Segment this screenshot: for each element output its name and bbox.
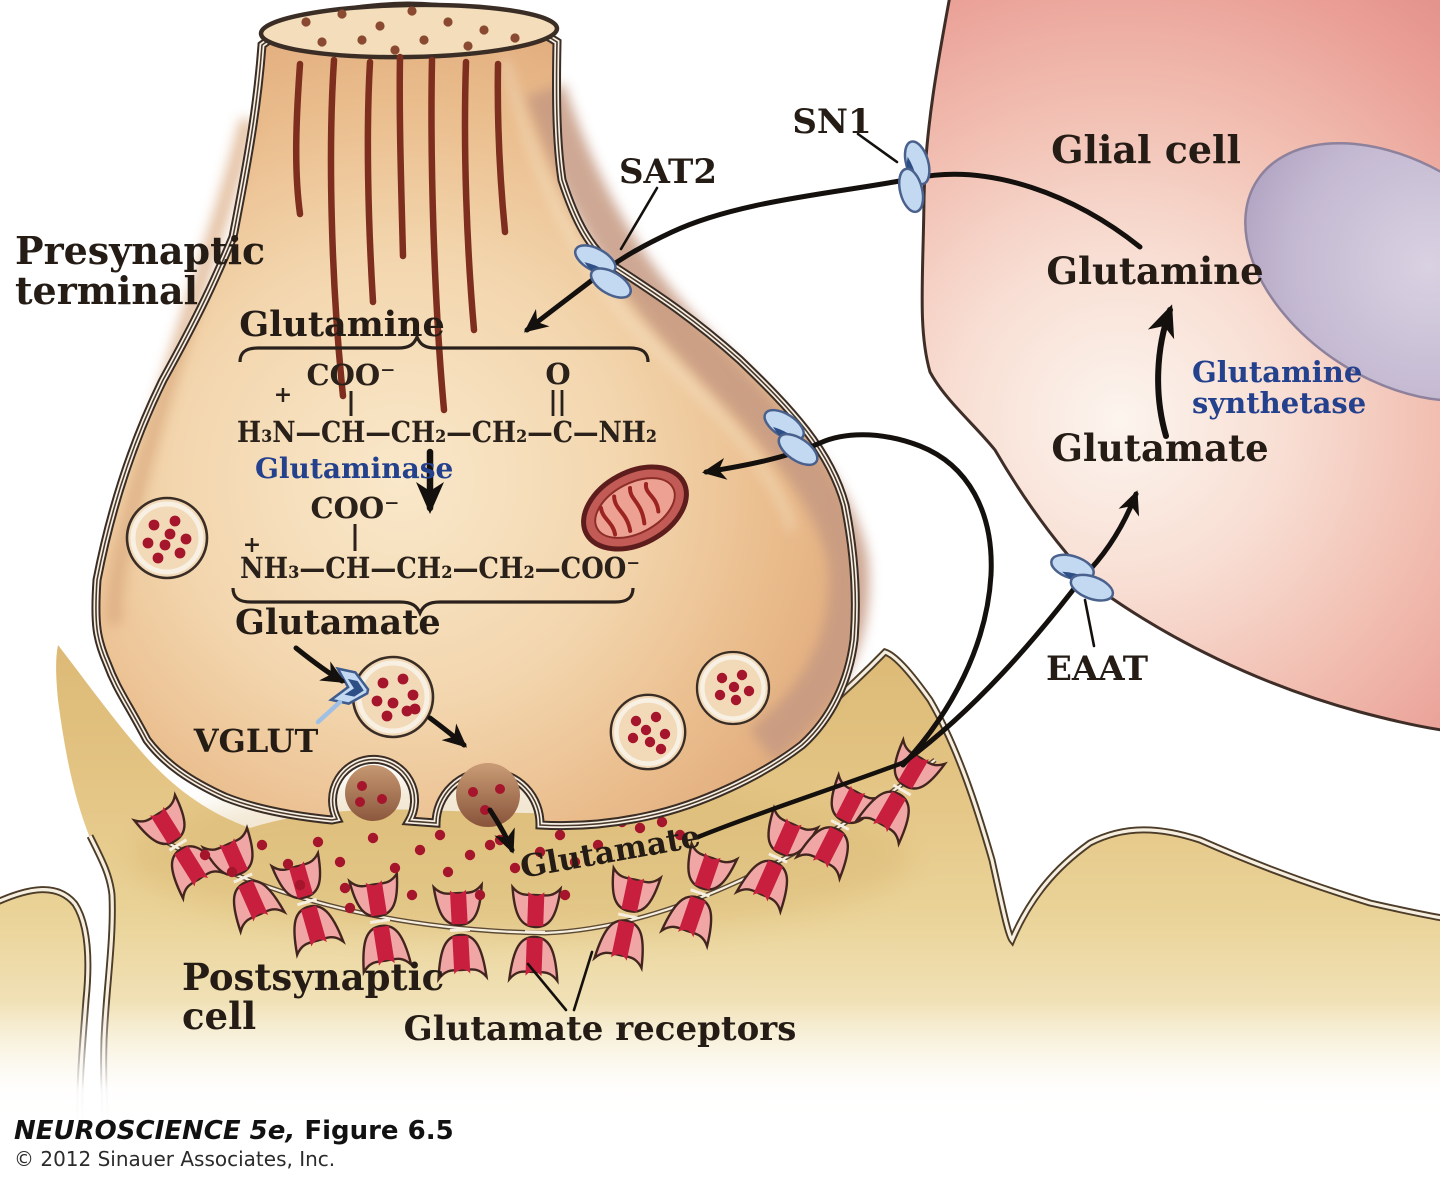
vesicle-icon — [353, 657, 433, 737]
book-title: NEUROSCIENCE 5e, — [14, 1116, 296, 1146]
glutamate-brace — [231, 587, 635, 618]
fusing-vesicles — [345, 763, 520, 827]
glutamine-glial-label: Glutamine — [1046, 249, 1263, 293]
glutaminase-label: Glutaminase — [255, 452, 453, 485]
presynaptic-terminal-label-line2: terminal — [15, 268, 198, 313]
pointer-lines — [619, 132, 1096, 648]
glutamine-synthetase-label-line1: Glutamine — [1192, 355, 1362, 389]
sn1-label: SN1 — [792, 102, 871, 142]
glutamine-charge: + — [274, 382, 292, 408]
glutamate-terminal-label: Glutamate — [235, 602, 441, 643]
glutamate-receptors-label: Glutamate receptors — [404, 1009, 797, 1049]
glutamate-coo-group: COO⁻ — [311, 491, 400, 525]
glutamate-glial-label: Glutamate — [1051, 426, 1268, 470]
vglut-transporter-icon — [328, 666, 370, 705]
glutamine-brace — [238, 332, 650, 363]
mitochondrion-icon — [581, 464, 689, 552]
axon-cut-surface — [258, 2, 560, 60]
postsynaptic-cell-label-line1: Postsynaptic — [182, 955, 444, 999]
glial-nucleus — [1244, 142, 1440, 402]
presynaptic-terminal-label-line1: Presynaptic — [15, 228, 265, 273]
arrow-glutamate-to-vesicle — [293, 645, 346, 684]
arrow-glutamine-synthetase — [1147, 304, 1175, 439]
eaat-pointer-line — [1083, 598, 1096, 648]
glutamine-o-group: O — [545, 357, 570, 391]
glutamate-chain: NH₃—CH—CH₂—CH₂—COO⁻ — [240, 551, 640, 585]
arrow-glutamate-to-eaat-glial — [900, 490, 1140, 766]
sat2-label: SAT2 — [619, 152, 717, 192]
axon-microtubules — [292, 53, 509, 414]
figure-credit: NEUROSCIENCE 5e, Figure 6.5 © 2012 Sinau… — [14, 1116, 454, 1172]
glial-cell — [920, 0, 1440, 732]
glutamine-chain: H₃N—CH—CH₂—CH₂—C—NH₂ — [237, 415, 657, 449]
glutamine-structure: COO⁻ O + H₃N—CH—CH₂—CH₂—C—NH₂ — [237, 332, 657, 449]
glutamate-charge: + — [243, 532, 261, 558]
synaptic-vesicles — [127, 498, 769, 769]
figure-copyright: © 2012 Sinauer Associates, Inc. — [14, 1147, 336, 1171]
sn1-pointer-line — [856, 132, 899, 164]
glutamine-terminal-label: Glutamine — [239, 304, 445, 345]
glutamine-coo-group: COO⁻ — [307, 358, 396, 392]
vglut-pointer-line — [315, 699, 343, 725]
postsynaptic-cell-label-line2: cell — [182, 994, 256, 1038]
bottom-fade — [0, 1000, 1440, 1177]
glutamate-structure: COO⁻ + NH₃—CH—CH₂—CH₂—COO⁻ — [231, 491, 640, 618]
arrow-release-to-cleft — [487, 807, 515, 854]
axon-cut-dots — [301, 6, 520, 55]
sat2-pointer-line — [619, 186, 659, 251]
fusing-vesicle — [345, 765, 401, 821]
fusing-vesicle — [456, 763, 520, 827]
glutamine-synthetase-label-line2: synthetase — [1192, 386, 1366, 420]
arrow-vesicle-to-membrane — [427, 715, 468, 748]
cleft-glutamate-trunk-line — [695, 759, 908, 840]
receptor-pointer-lines — [526, 950, 594, 1012]
figure-number: Figure 6.5 — [295, 1116, 454, 1146]
terminal-left-shading — [106, 118, 256, 626]
figure-credit-title: NEUROSCIENCE 5e, Figure 6.5 — [14, 1116, 454, 1146]
vglut-label: VGLUT — [193, 722, 319, 760]
eaat-label: EAAT — [1046, 649, 1148, 689]
glial-cell-label: Glial cell — [1051, 127, 1241, 172]
